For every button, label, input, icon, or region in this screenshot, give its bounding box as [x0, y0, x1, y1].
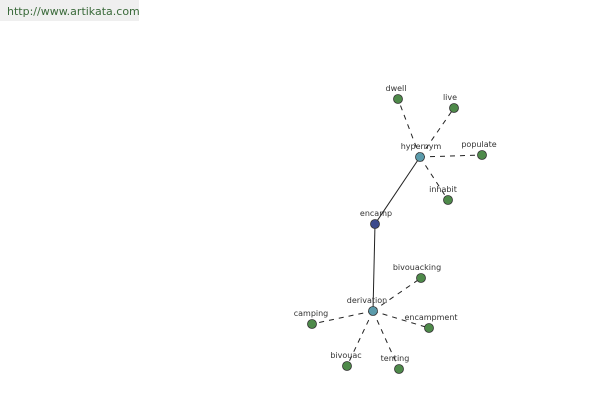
- node-circle-tenting[interactable]: [394, 364, 404, 374]
- node-circle-live[interactable]: [449, 103, 459, 113]
- node-label-bivouac[interactable]: bivouac: [330, 351, 361, 360]
- node-bivouacking[interactable]: bivouacking: [393, 263, 441, 283]
- edge-derivation-bivouac: [346, 310, 374, 367]
- node-tenting[interactable]: tenting: [381, 354, 410, 374]
- node-circle-camping[interactable]: [307, 319, 317, 329]
- url-bar: http://www.artikata.com: [0, 0, 140, 21]
- node-circle-bivouac[interactable]: [342, 361, 352, 371]
- edge-hypernym-inhabit: [419, 156, 449, 201]
- edge-encamp-hypernym: [374, 156, 421, 225]
- node-label-bivouacking[interactable]: bivouacking: [393, 263, 441, 272]
- node-circle-encamp[interactable]: [370, 219, 380, 229]
- node-circle-dwell[interactable]: [393, 94, 403, 104]
- node-label-populate[interactable]: populate: [461, 140, 496, 149]
- graph-nodes: encamp hypernym derivation dwell live populat…: [294, 84, 497, 374]
- node-dwell[interactable]: dwell: [386, 84, 407, 104]
- node-circle-derivation[interactable]: [368, 306, 378, 316]
- node-label-inhabit[interactable]: inhabit: [429, 185, 457, 194]
- node-camping[interactable]: camping: [294, 309, 329, 329]
- node-label-encampment[interactable]: encampment: [404, 313, 457, 322]
- edge-derivation-bivouacking: [372, 277, 422, 312]
- node-label-live[interactable]: live: [443, 93, 457, 102]
- node-label-derivation[interactable]: derivation: [347, 296, 387, 305]
- node-hypernym[interactable]: hypernym: [401, 142, 442, 162]
- edge-hypernym-populate: [419, 154, 483, 158]
- node-label-hypernym[interactable]: hypernym: [401, 142, 442, 151]
- node-label-camping[interactable]: camping: [294, 309, 329, 318]
- edge-hypernym-dwell: [397, 98, 421, 158]
- node-circle-populate[interactable]: [477, 150, 487, 160]
- site-url-link[interactable]: http://www.artikata.com: [7, 5, 140, 18]
- edge-derivation-tenting: [372, 310, 400, 370]
- node-encampment[interactable]: encampment: [404, 313, 458, 333]
- node-derivation[interactable]: derivation: [347, 296, 387, 316]
- graph-edges: [311, 98, 483, 370]
- edge-derivation-camping: [311, 310, 374, 325]
- node-circle-encampment[interactable]: [424, 323, 434, 333]
- node-label-tenting[interactable]: tenting: [381, 354, 410, 363]
- node-circle-bivouacking[interactable]: [416, 273, 426, 283]
- node-circle-inhabit[interactable]: [443, 195, 453, 205]
- node-circle-hypernym[interactable]: [415, 152, 425, 162]
- node-label-dwell[interactable]: dwell: [386, 84, 407, 93]
- node-inhabit[interactable]: inhabit: [429, 185, 457, 205]
- node-label-encamp[interactable]: encamp: [360, 209, 392, 218]
- node-live[interactable]: live: [443, 93, 459, 113]
- node-populate[interactable]: populate: [461, 140, 497, 160]
- node-encamp[interactable]: encamp: [360, 209, 392, 229]
- node-bivouac[interactable]: bivouac: [330, 351, 362, 371]
- edge-encamp-derivation: [372, 223, 376, 312]
